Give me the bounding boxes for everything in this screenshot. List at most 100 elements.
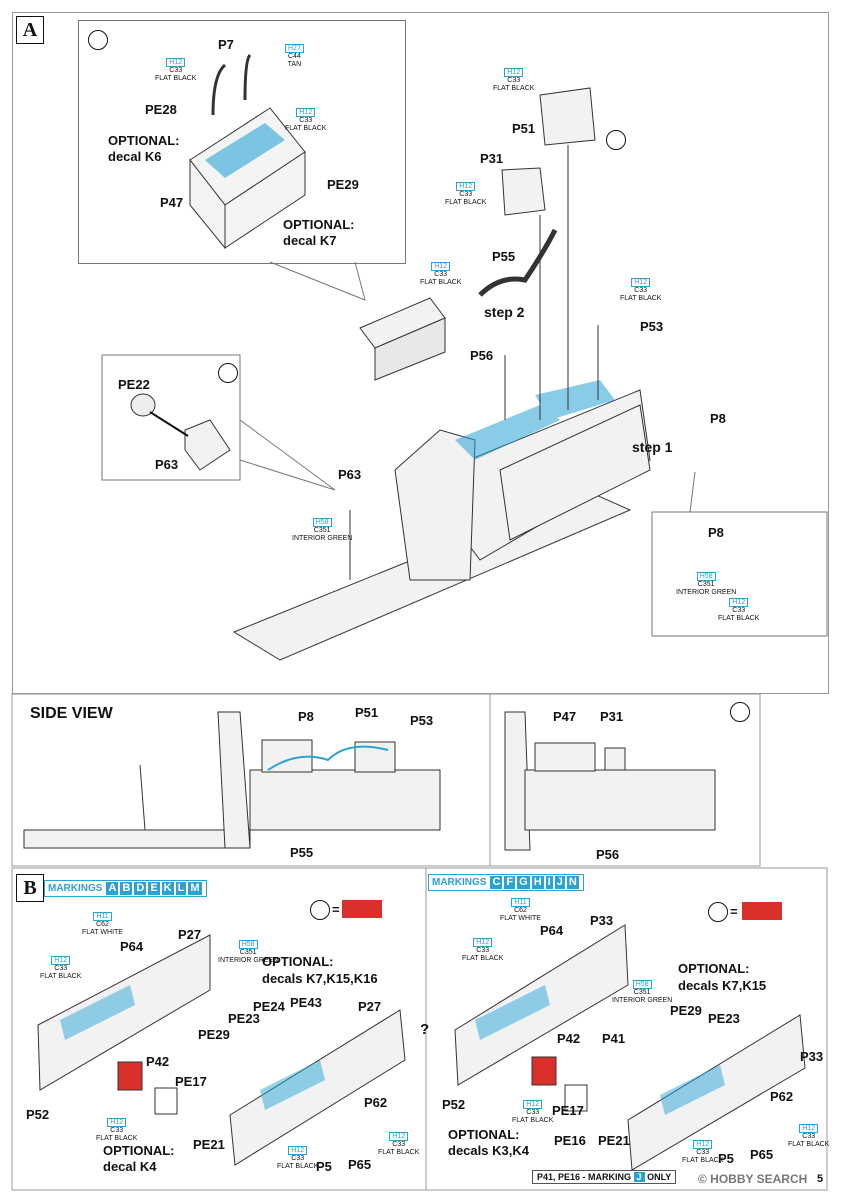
paint-h12-left-d: H12 C33 FLAT BLACK <box>277 1146 319 1170</box>
paint-h12-inset-b: H12 C33 FLAT BLACK <box>285 108 327 132</box>
right-pe21: PE21 <box>598 1133 630 1148</box>
paint-p53: H12 C33 FLAT BLACK <box>620 278 662 302</box>
left-p27-a: P27 <box>178 927 202 942</box>
marking-note: P41, PE16 - MARKING J ONLY <box>532 1170 677 1184</box>
left-pe43: PE43 <box>290 995 322 1010</box>
label-p56: P56 <box>470 348 494 363</box>
paint-h58-right: H58 C351 INTERIOR GREEN <box>612 980 673 1004</box>
paint-h11-right: H11 C62 FLAT WHITE <box>500 898 541 922</box>
paint-p8-green: H58 C351 INTERIOR GREEN <box>676 572 737 596</box>
side-left-p55: P55 <box>290 845 314 860</box>
paint-brush-icon-right <box>708 902 728 922</box>
label-p31: P31 <box>480 151 504 166</box>
left-p64: P64 <box>120 939 144 954</box>
label-p63-inset: P63 <box>155 457 179 472</box>
right-p52: P52 <box>442 1097 466 1112</box>
side-view-title: SIDE VIEW <box>30 705 113 722</box>
right-pe23: PE23 <box>708 1011 740 1026</box>
paint-h12-inset-a: H12 C33 FLAT BLACK <box>155 58 197 82</box>
paint-h12-right-d: H12 C33 FLAT BLACK <box>682 1140 724 1164</box>
label-step1: step 1 <box>632 439 673 455</box>
equals-left: = <box>332 902 340 917</box>
label-pe22: PE22 <box>118 377 150 392</box>
right-optional-k3-1: OPTIONAL: <box>448 1127 520 1142</box>
label-pe28: PE28 <box>145 102 177 117</box>
label-p8-top: P8 <box>710 411 726 426</box>
paint-p8-black: H12 C33 FLAT BLACK <box>718 598 760 622</box>
right-p5: P5 <box>718 1151 734 1166</box>
question-mark: ? <box>420 1021 430 1038</box>
paint-p31: H12 C33 FLAT BLACK <box>445 182 487 206</box>
right-p64: P64 <box>540 923 564 938</box>
left-optional-1: OPTIONAL: <box>262 954 334 969</box>
left-pe24: PE24 <box>253 999 285 1014</box>
watermark: © HOBBY SEARCH <box>698 1172 808 1186</box>
label-p63: P63 <box>338 467 362 482</box>
right-p42: P42 <box>557 1031 581 1046</box>
paint-h12-right-c: H12 C33 FLAT BLACK <box>788 1124 830 1148</box>
paint-h12-left-a: H12 C33 FLAT BLACK <box>40 956 82 980</box>
left-p42: P42 <box>146 1054 170 1069</box>
right-p33-b: P33 <box>800 1049 824 1064</box>
label-p53: P53 <box>640 319 664 334</box>
label-p8-inset: P8 <box>708 525 724 540</box>
page-number: 5 <box>817 1173 824 1185</box>
side-left-p53: P53 <box>410 713 434 728</box>
paint-h12-left-c: H12 C33 FLAT BLACK <box>378 1132 420 1156</box>
label-p55: P55 <box>492 249 516 264</box>
paint-h58-left: H58 C351 INTERIOR GREEN <box>218 940 279 964</box>
paint-h12-right-b: H12 C33 FLAT BLACK <box>512 1100 554 1124</box>
label-pe29-inset: PE29 <box>327 177 359 192</box>
left-pe21: PE21 <box>193 1137 225 1152</box>
left-optional-2: decals K7,K15,K16 <box>262 971 378 986</box>
section-b-badge: B <box>16 874 44 902</box>
side-left-p51: P51 <box>355 705 379 720</box>
section-a-badge: A <box>16 16 44 44</box>
rotate-icon-side <box>730 702 750 722</box>
right-pe29: PE29 <box>670 1003 702 1018</box>
right-p41: P41 <box>602 1031 626 1046</box>
optional-k6-line2: decal K6 <box>108 149 162 164</box>
left-p65: P65 <box>348 1157 372 1172</box>
right-p62: P62 <box>770 1089 794 1104</box>
red-swatch-right <box>742 902 782 920</box>
optional-k7-line1: OPTIONAL: <box>283 217 355 232</box>
optional-k6-line1: OPTIONAL: <box>108 133 180 148</box>
right-p33-a: P33 <box>590 913 614 928</box>
label-p51: P51 <box>512 121 536 136</box>
side-left-p8: P8 <box>298 709 314 724</box>
left-pe23: PE23 <box>228 1011 260 1026</box>
paint-p55: H12 C33 FLAT BLACK <box>420 262 462 286</box>
side-right-p31: P31 <box>600 709 624 724</box>
left-optional-k4-1: OPTIONAL: <box>103 1143 175 1158</box>
right-optional-2: decals K7,K15 <box>678 978 767 993</box>
right-p65: P65 <box>750 1147 774 1162</box>
side-right-p56: P56 <box>596 847 620 862</box>
left-p52: P52 <box>26 1107 50 1122</box>
left-p62: P62 <box>364 1095 388 1110</box>
paint-p51: H12 C33 FLAT BLACK <box>493 68 535 92</box>
label-p47: P47 <box>160 195 184 210</box>
paint-h27-inset: H27 C44 TAN <box>285 44 304 68</box>
paint-h11-left: H11 C62 FLAT WHITE <box>82 912 123 936</box>
label-p7: P7 <box>218 37 234 52</box>
red-swatch-left <box>342 900 382 918</box>
paint-h12-left-b: H12 C33 FLAT BLACK <box>96 1118 138 1142</box>
left-optional-k4-2: decal K4 <box>103 1159 157 1174</box>
optional-k7-line2: decal K7 <box>283 233 337 248</box>
paint-brush-icon-left <box>310 900 330 920</box>
right-optional-1: OPTIONAL: <box>678 961 750 976</box>
paint-brush-icon <box>606 130 626 150</box>
paint-p63: H58 C351 INTERIOR GREEN <box>292 518 353 542</box>
rotate-icon <box>88 30 108 50</box>
right-pe17: PE17 <box>552 1103 584 1118</box>
side-right-p47: P47 <box>553 709 577 724</box>
left-p27-b: P27 <box>358 999 382 1014</box>
left-pe29: PE29 <box>198 1027 230 1042</box>
paint-h12-right-a: H12 C33 FLAT BLACK <box>462 938 504 962</box>
equals-right: = <box>730 904 738 919</box>
left-pe17: PE17 <box>175 1074 207 1089</box>
rotate-icon-pe22 <box>218 363 238 383</box>
